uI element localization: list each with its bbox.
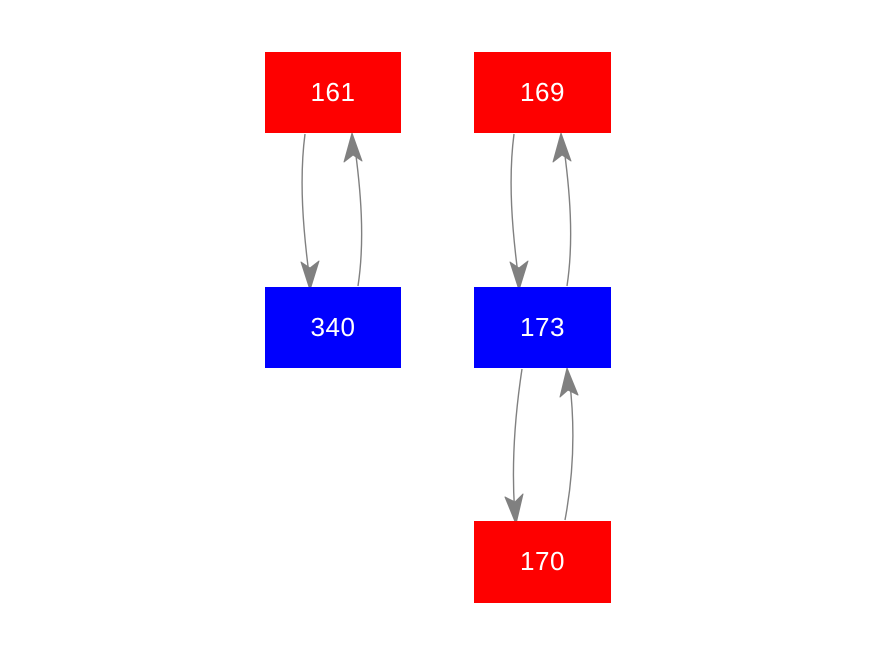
node-label: 340 <box>310 311 356 342</box>
edge-line-173-to-170 <box>512 368 523 517</box>
graph-node-161[interactable]: 161 <box>265 52 401 133</box>
graph-node-173[interactable]: 173 <box>474 287 611 368</box>
edge-line-173-to-169 <box>562 140 572 287</box>
graph-node-170[interactable]: 170 <box>474 521 611 603</box>
graph-node-169[interactable]: 169 <box>474 52 611 133</box>
edge-line-340-to-161 <box>353 140 363 287</box>
edge-arrowhead-340-to-161 <box>343 132 363 163</box>
node-label: 170 <box>520 546 565 576</box>
edge-arrowhead-173-to-169 <box>552 132 572 163</box>
edge-line-161-to-340 <box>301 133 311 283</box>
edge-line-170-to-173 <box>564 375 574 521</box>
node-label: 169 <box>520 76 565 107</box>
edge-arrowhead-170-to-173 <box>559 367 579 398</box>
edge-arrowhead-161-to-340 <box>300 260 320 291</box>
edge-line-169-to-173 <box>510 133 520 283</box>
edge-arrowhead-169-to-173 <box>509 260 529 291</box>
edge-arrowhead-173-to-170 <box>504 493 524 525</box>
node-label: 161 <box>310 76 356 107</box>
node-label: 173 <box>520 311 565 342</box>
graph-node-340[interactable]: 340 <box>265 287 401 368</box>
